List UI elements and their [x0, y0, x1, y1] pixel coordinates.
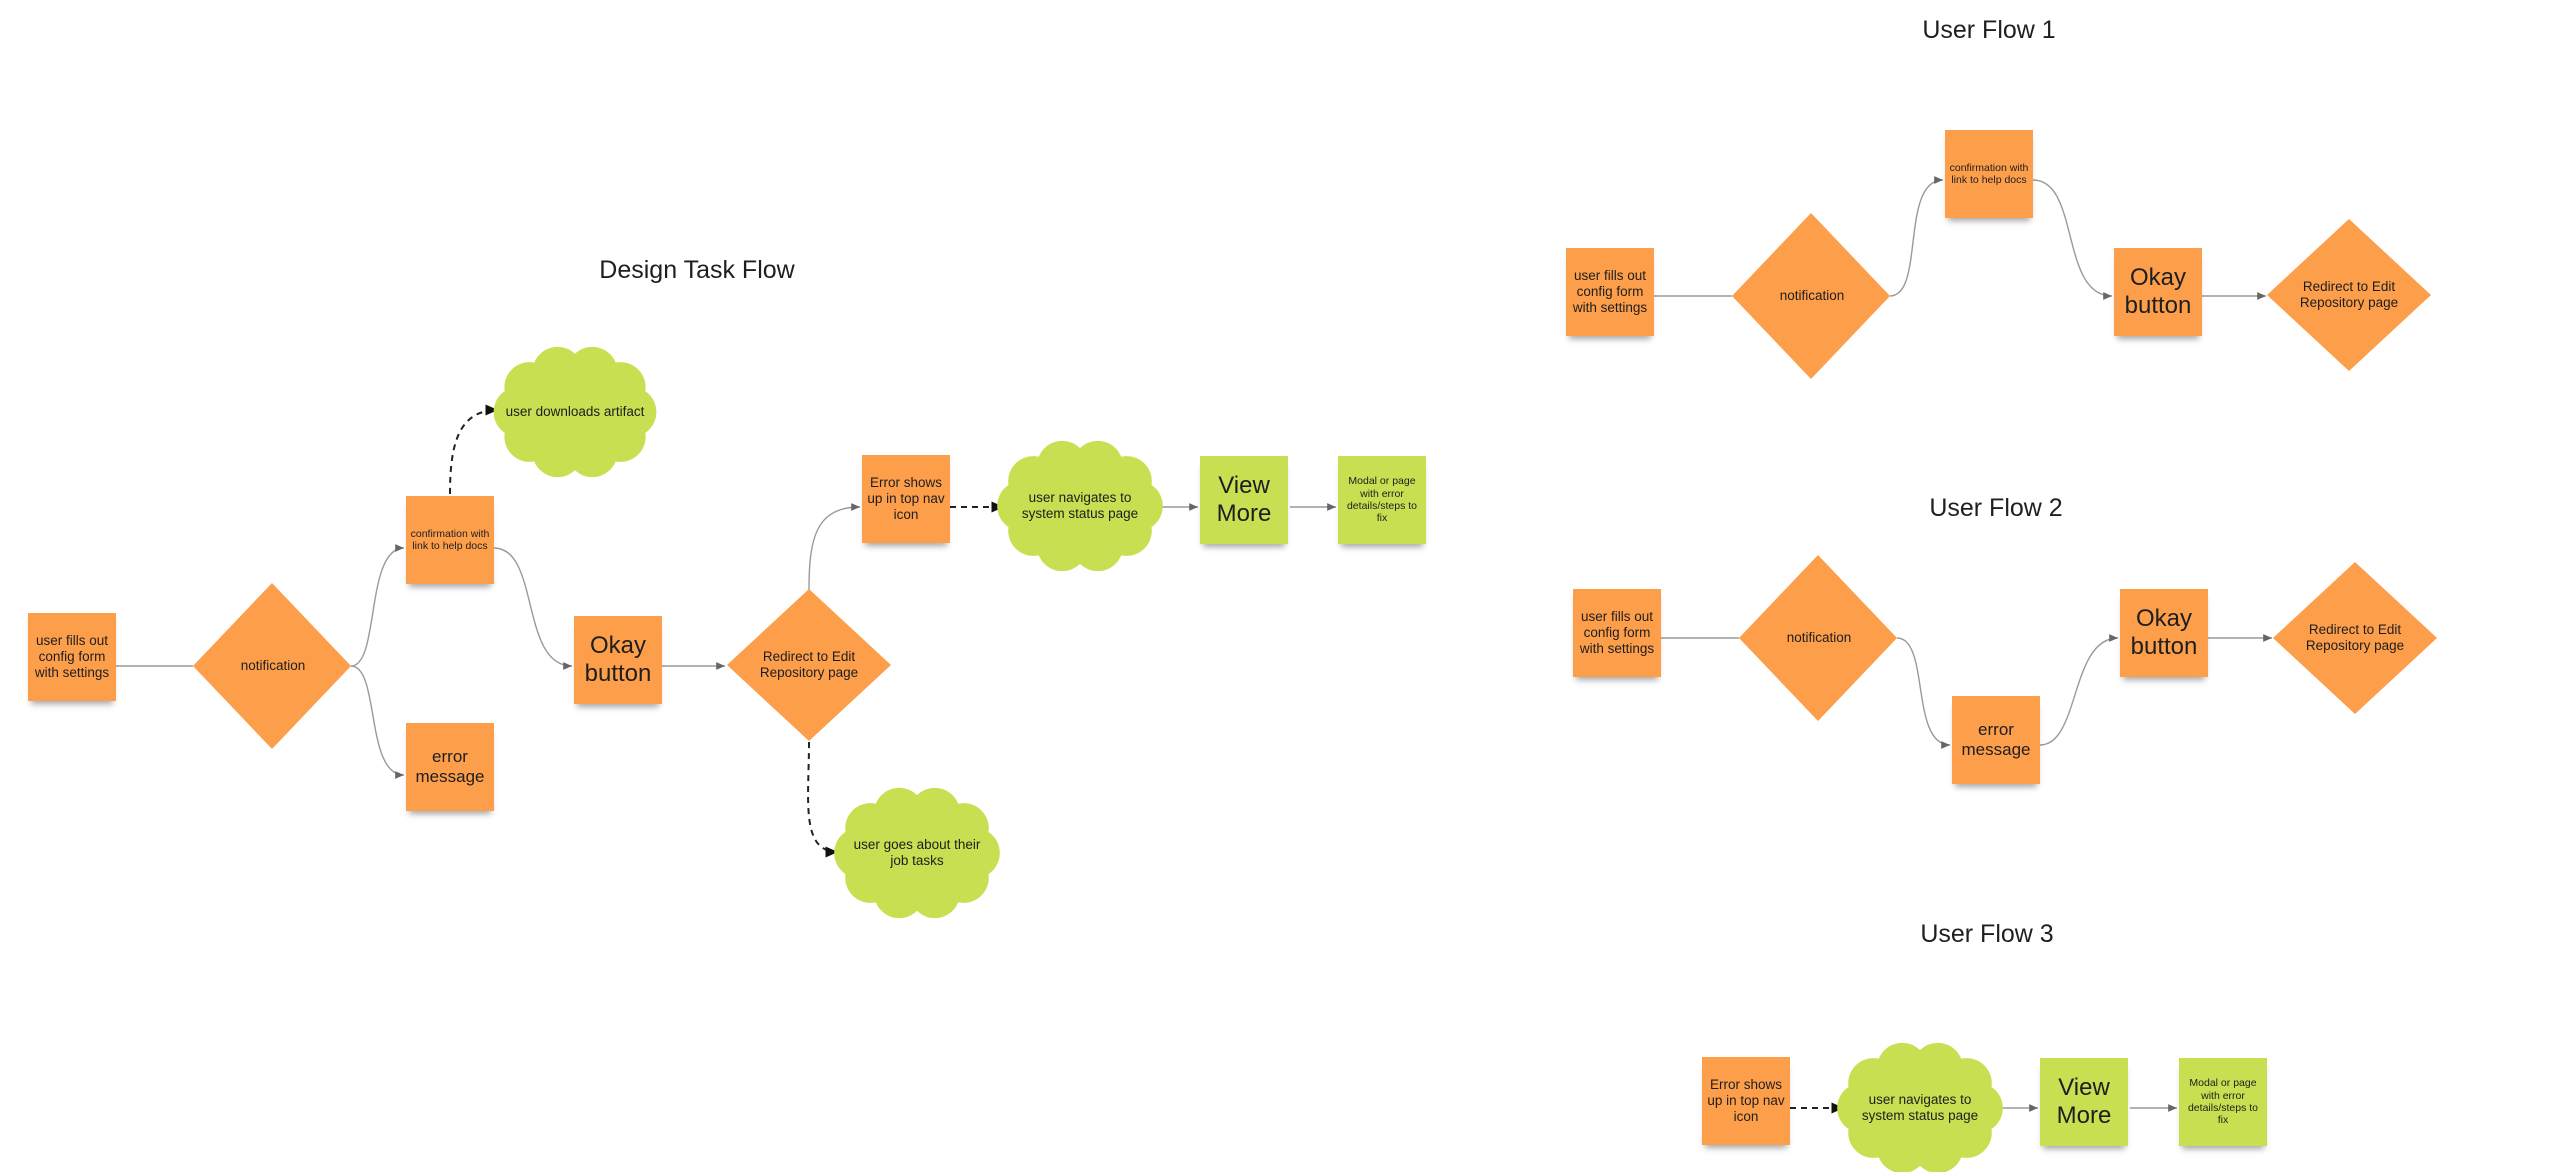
- cloud-user-goes-about[interactable]: user goes about their job tasks: [843, 800, 991, 906]
- diamond-label: Redirect to Edit Repository page: [2299, 279, 2399, 310]
- title-user-flow-2: User Flow 2: [1929, 494, 2063, 522]
- flow2-sticky-okay-button[interactable]: Okay button: [2120, 589, 2208, 677]
- sticky-label: View More: [2056, 1073, 2112, 1129]
- flow1-sticky-user-fills-form[interactable]: user fills out config form with settings: [1566, 248, 1654, 336]
- connector-confirmation-okay: [493, 547, 573, 670]
- sticky-error-message[interactable]: error message: [406, 723, 494, 811]
- sticky-label: confirmation with link to help docs: [410, 527, 490, 552]
- diamond-redirect[interactable]: Redirect to Edit Repository page: [740, 610, 878, 720]
- cloud-label: user navigates to system status page: [1861, 1092, 1979, 1123]
- flow3-cloud-user-navigates[interactable]: user navigates to system status page: [1846, 1056, 1994, 1160]
- title-user-flow-3: User Flow 3: [1920, 920, 2054, 948]
- flow3-sticky-error-top-nav[interactable]: Error shows up in top nav icon: [1702, 1057, 1790, 1145]
- cloud-label: user goes about their job tasks: [853, 837, 981, 868]
- sticky-error-top-nav[interactable]: Error shows up in top nav icon: [862, 455, 950, 543]
- sticky-okay-button[interactable]: Okay button: [574, 616, 662, 704]
- sticky-modal-page[interactable]: Modal or page with error details/steps t…: [1338, 456, 1426, 544]
- diamond-label: Redirect to Edit Repository page: [2305, 622, 2405, 653]
- sticky-label: Modal or page with error details/steps t…: [1346, 475, 1418, 525]
- connector-notification-confirmation: [350, 544, 405, 667]
- sticky-label: confirmation with link to help docs: [1949, 161, 2029, 186]
- connector-notification-error: [350, 665, 405, 779]
- sticky-confirmation[interactable]: confirmation with link to help docs: [406, 496, 494, 584]
- flow2-diamond-shape-notification[interactable]: [1739, 555, 1897, 721]
- flow2-diamond-notification[interactable]: notification: [1741, 555, 1897, 721]
- flow2-sticky-user-fills-form[interactable]: user fills out config form with settings: [1573, 589, 1661, 677]
- sticky-label: Okay button: [2124, 263, 2192, 319]
- connector-redirect-error-top-nav: [808, 503, 861, 591]
- sticky-label: Okay button: [584, 631, 652, 687]
- cloud-shape-user-goes-about[interactable]: [834, 787, 1000, 919]
- sticky-user-fills-form[interactable]: user fills out config form with settings: [28, 613, 116, 701]
- flow1-connector-notification-confirmation: [1889, 176, 1944, 297]
- sticky-view-more[interactable]: View More: [1200, 456, 1288, 544]
- flow2-diamond-redirect[interactable]: Redirect to Edit Repository page: [2286, 583, 2424, 693]
- connector-redirect-goes-about: [807, 741, 839, 858]
- sticky-label: error message: [415, 746, 485, 786]
- diamond-label: notification: [1779, 288, 1845, 304]
- flow2-sticky-error-message[interactable]: error message: [1952, 696, 2040, 784]
- diamond-label: notification: [1786, 630, 1852, 646]
- flow3-sticky-modal-page[interactable]: Modal or page with error details/steps t…: [2179, 1058, 2267, 1146]
- diamond-label: Redirect to Edit Repository page: [759, 649, 859, 680]
- sticky-label: Modal or page with error details/steps t…: [2187, 1077, 2259, 1127]
- sticky-label: Okay button: [2130, 604, 2198, 660]
- sticky-label: View More: [1216, 471, 1272, 527]
- flow2-connector-error-okay: [2039, 634, 2119, 746]
- sticky-label: error message: [1961, 719, 2031, 759]
- flow1-connector-confirmation-okay: [2032, 179, 2113, 300]
- title-design-task-flow: Design Task Flow: [599, 256, 795, 284]
- cloud-user-downloads[interactable]: user downloads artifact: [505, 360, 645, 464]
- flow2-diamond-shape-redirect[interactable]: [2273, 562, 2437, 714]
- cloud-shape-user-downloads[interactable]: [493, 346, 657, 478]
- diamond-notification[interactable]: notification: [195, 583, 351, 749]
- flow1-diamond-shape-redirect[interactable]: [2267, 219, 2431, 371]
- flow1-sticky-okay-button[interactable]: Okay button: [2114, 248, 2202, 336]
- sticky-label: user fills out config form with settings: [34, 633, 110, 680]
- sticky-label: user fills out config form with settings: [1572, 268, 1648, 315]
- cloud-user-navigates[interactable]: user navigates to system status page: [1006, 454, 1154, 558]
- connector-confirmation-downloads: [449, 404, 499, 495]
- cloud-label: user navigates to system status page: [1021, 490, 1139, 521]
- flow1-diamond-shape-notification[interactable]: [1732, 213, 1890, 379]
- sticky-label: user fills out config form with settings: [1579, 609, 1655, 656]
- diamond-label: notification: [240, 658, 306, 674]
- flow1-diamond-redirect[interactable]: Redirect to Edit Repository page: [2280, 240, 2418, 350]
- flow3-sticky-view-more[interactable]: View More: [2040, 1058, 2128, 1146]
- diamond-shape-notification[interactable]: [193, 583, 351, 749]
- sticky-label: Error shows up in top nav icon: [867, 475, 945, 522]
- flow1-diamond-notification[interactable]: notification: [1734, 213, 1890, 379]
- cloud-shape-user-navigates[interactable]: [997, 440, 1163, 572]
- flow2-connector-notification-error: [1896, 637, 1951, 749]
- flow3-cloud-shape-user-navigates[interactable]: [1837, 1042, 2003, 1172]
- sticky-label: Error shows up in top nav icon: [1707, 1077, 1785, 1124]
- title-user-flow-1: User Flow 1: [1922, 16, 2056, 44]
- cloud-label: user downloads artifact: [505, 404, 645, 420]
- diamond-shape-redirect[interactable]: [727, 589, 891, 741]
- flow1-sticky-confirmation[interactable]: confirmation with link to help docs: [1945, 130, 2033, 218]
